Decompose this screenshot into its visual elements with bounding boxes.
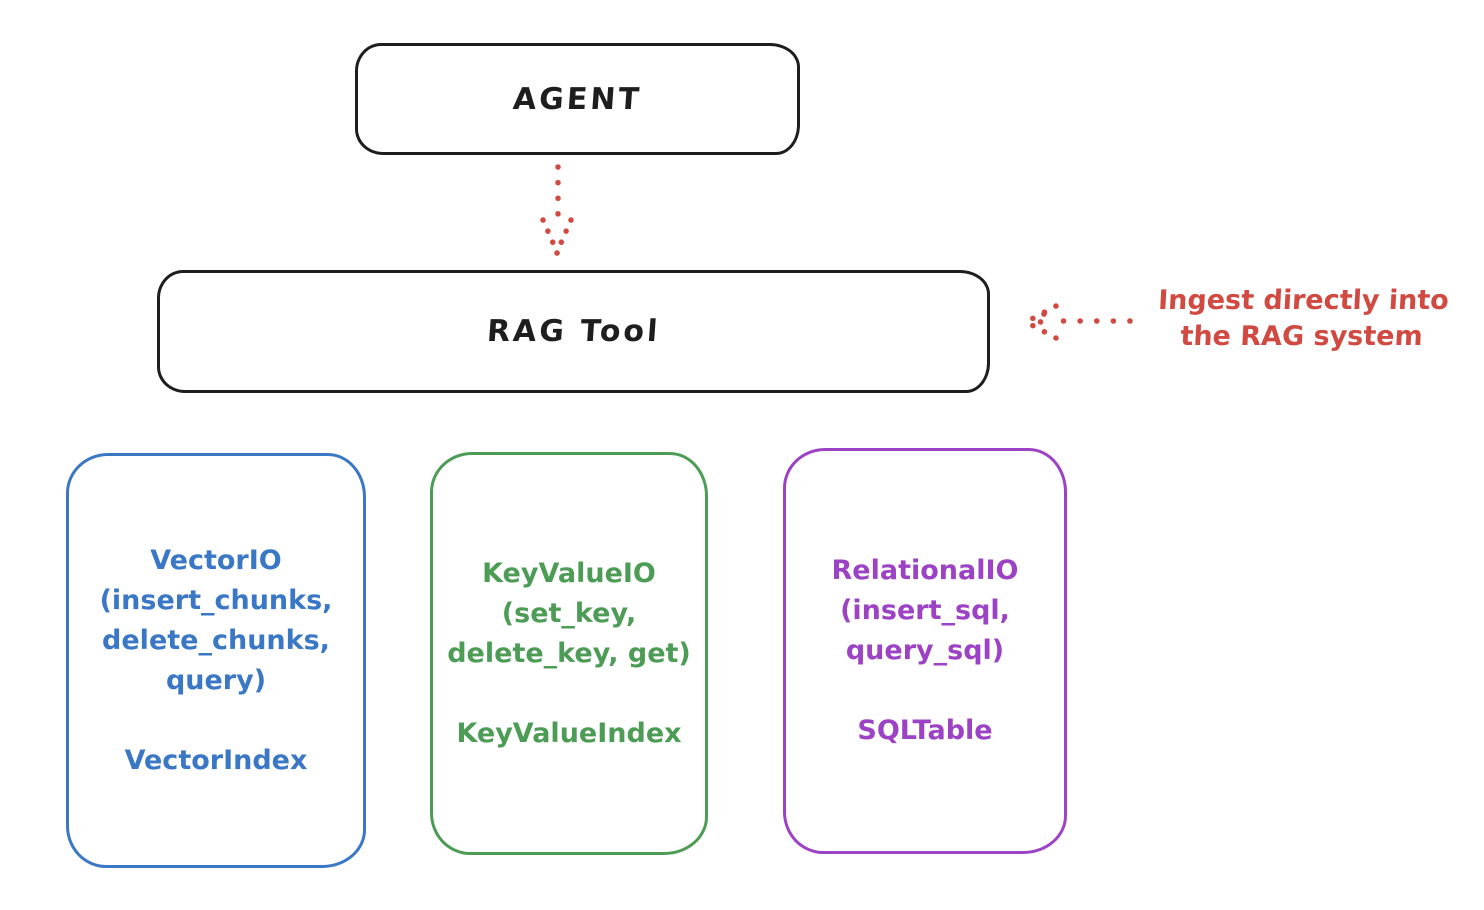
relational-io-node: RelationalIO (insert_sql, query_sql) SQL… bbox=[783, 448, 1067, 854]
keyvalue-io-node: KeyValueIO (set_key, delete_key, get) Ke… bbox=[430, 452, 708, 855]
rag-tool-node: RAG Tool bbox=[157, 270, 990, 393]
vector-io-node: VectorIO (insert_chunks, delete_chunks, … bbox=[66, 453, 366, 868]
rag-tool-node-label: RAG Tool bbox=[485, 314, 662, 349]
ingest-annotation: Ingest directly into the RAG system bbox=[1128, 283, 1477, 355]
ingest-annotation-line1: Ingest directly into bbox=[1157, 285, 1450, 316]
relational-io-methods-line: query_sql) bbox=[845, 635, 1005, 666]
vector-io-title: VectorIO bbox=[150, 544, 282, 576]
keyvalue-index-label: KeyValueIndex bbox=[456, 717, 682, 749]
keyvalue-io-title: KeyValueIO bbox=[482, 557, 656, 589]
agent-to-rag-arrow bbox=[540, 164, 574, 256]
keyvalue-io-methods-line: delete_key, get) bbox=[447, 637, 691, 669]
agent-node: AGENT bbox=[355, 43, 800, 155]
keyvalue-io-methods-line: (set_key, bbox=[501, 597, 637, 629]
vector-io-methods-line: delete_chunks, bbox=[102, 624, 330, 656]
ingest-annotation-line2: the RAG system bbox=[1179, 321, 1424, 352]
vector-io-methods-line: query) bbox=[165, 664, 267, 696]
sql-table-label: SQLTable bbox=[857, 715, 993, 746]
relational-io-methods-line: (insert_sql, bbox=[840, 595, 1010, 626]
relational-io-title: RelationalIO bbox=[831, 555, 1019, 586]
ingest-arrow bbox=[1023, 303, 1133, 341]
vector-io-methods-line: (insert_chunks, bbox=[99, 584, 333, 616]
vector-index-label: VectorIndex bbox=[124, 744, 308, 776]
agent-node-label: AGENT bbox=[511, 81, 644, 117]
